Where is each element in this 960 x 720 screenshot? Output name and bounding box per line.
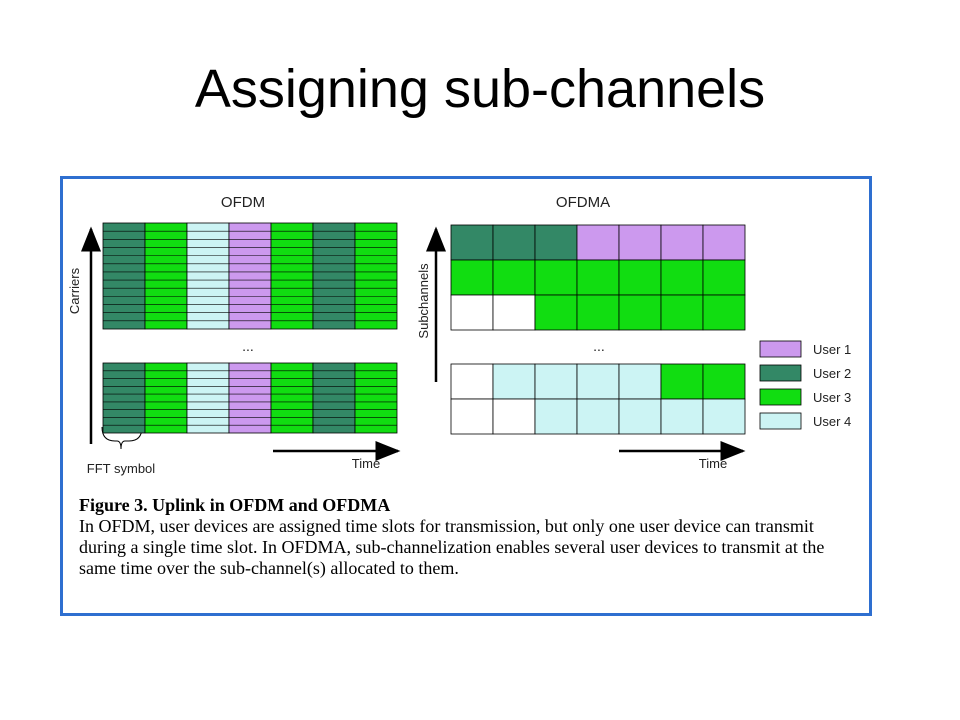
ofdm-lower-column-3 bbox=[186, 362, 230, 434]
ofdma-upper-cell bbox=[702, 294, 746, 331]
ofdm-title: OFDM bbox=[221, 194, 265, 211]
ofdm-upper-column-5 bbox=[270, 222, 314, 330]
ofdma-y-axis-label: Subchannels bbox=[416, 263, 431, 339]
legend-label: User 3 bbox=[813, 390, 851, 405]
legend-swatch bbox=[759, 388, 802, 406]
ofdma-lower-cell bbox=[450, 363, 494, 400]
ofdma-lower-cell bbox=[660, 398, 704, 435]
ofdma-upper-cell bbox=[492, 224, 536, 261]
legend-label: User 1 bbox=[813, 342, 851, 357]
ofdm-y-axis-label: Carriers bbox=[67, 267, 82, 314]
ofdm-lower-column-5 bbox=[270, 362, 314, 434]
legend-label: User 4 bbox=[813, 414, 851, 429]
ofdma-upper-cell bbox=[576, 224, 620, 261]
ofdma-upper-cell bbox=[702, 224, 746, 261]
fft-symbol-brace bbox=[101, 426, 143, 450]
ofdm-upper-column-3 bbox=[186, 222, 230, 330]
fft-symbol-label: FFT symbol bbox=[87, 461, 155, 476]
caption-title: Figure 3. Uplink in OFDM and OFDMA bbox=[79, 495, 391, 515]
ofdma-upper-cell bbox=[450, 294, 494, 331]
ofdma-upper-cell bbox=[618, 259, 662, 296]
figure-frame: OFDM OFDMA Carriers Time ... FFT symbol … bbox=[60, 176, 872, 616]
caption-text: In OFDM, user devices are assigned time … bbox=[79, 516, 825, 578]
ofdma-upper-cell bbox=[492, 259, 536, 296]
ofdma-lower-cell bbox=[450, 398, 494, 435]
ofdma-upper-cell bbox=[450, 259, 494, 296]
ofdma-upper-cell bbox=[660, 224, 704, 261]
ofdma-lower-cell bbox=[534, 363, 578, 400]
ofdm-lower-column-2 bbox=[144, 362, 188, 434]
ofdma-upper-cell bbox=[534, 224, 578, 261]
ofdma-subchannel-grid bbox=[450, 224, 746, 435]
ofdm-carrier-grid bbox=[102, 222, 398, 434]
ofdma-lower-cell bbox=[702, 398, 746, 435]
ofdma-lower-cell bbox=[576, 398, 620, 435]
ofdma-upper-cell bbox=[618, 224, 662, 261]
ofdma-lower-cell bbox=[702, 363, 746, 400]
ofdma-lower-cell bbox=[618, 398, 662, 435]
ofdma-x-axis-label: Time bbox=[699, 456, 727, 471]
ofdm-upper-column-2 bbox=[144, 222, 188, 330]
ofdm-upper-column-1 bbox=[102, 222, 146, 330]
ofdm-upper-column-4 bbox=[228, 222, 272, 330]
ofdm-ellipsis: ... bbox=[242, 338, 254, 354]
ofdma-upper-cell bbox=[534, 294, 578, 331]
ofdma-lower-cell bbox=[618, 363, 662, 400]
ofdm-lower-column-7 bbox=[354, 362, 398, 434]
ofdm-lower-column-1 bbox=[102, 362, 146, 434]
ofdma-upper-cell bbox=[534, 259, 578, 296]
ofdm-lower-column-4 bbox=[228, 362, 272, 434]
ofdma-upper-cell bbox=[450, 224, 494, 261]
ofdm-lower-column-6 bbox=[312, 362, 356, 434]
ofdma-upper-cell bbox=[702, 259, 746, 296]
legend-swatch bbox=[759, 412, 802, 430]
ofdm-upper-column-7 bbox=[354, 222, 398, 330]
legend-swatch bbox=[759, 340, 802, 358]
ofdma-ellipsis: ... bbox=[593, 338, 605, 354]
ofdma-upper-cell bbox=[576, 294, 620, 331]
legend-label: User 2 bbox=[813, 366, 851, 381]
ofdma-lower-cell bbox=[492, 363, 536, 400]
legend-swatch bbox=[759, 364, 802, 382]
ofdm-ofdma-diagram: OFDM OFDMA Carriers Time ... FFT symbol … bbox=[67, 194, 851, 476]
ofdma-title: OFDMA bbox=[556, 194, 610, 211]
ofdma-upper-cell bbox=[618, 294, 662, 331]
slide-title: Assigning sub-channels bbox=[194, 59, 766, 119]
ofdma-lower-cell bbox=[660, 363, 704, 400]
figure-caption: Figure 3. Uplink in OFDM and OFDMA In OF… bbox=[79, 495, 863, 579]
ofdm-upper-column-6 bbox=[312, 222, 356, 330]
ofdm-x-axis-label: Time bbox=[352, 456, 380, 471]
ofdma-lower-cell bbox=[534, 398, 578, 435]
ofdma-lower-cell bbox=[576, 363, 620, 400]
ofdma-upper-cell bbox=[576, 259, 620, 296]
ofdma-upper-cell bbox=[660, 294, 704, 331]
ofdma-upper-cell bbox=[660, 259, 704, 296]
ofdma-lower-cell bbox=[492, 398, 536, 435]
user-legend: User 1 User 2 User 3 User 4 bbox=[759, 340, 851, 430]
ofdma-upper-cell bbox=[492, 294, 536, 331]
